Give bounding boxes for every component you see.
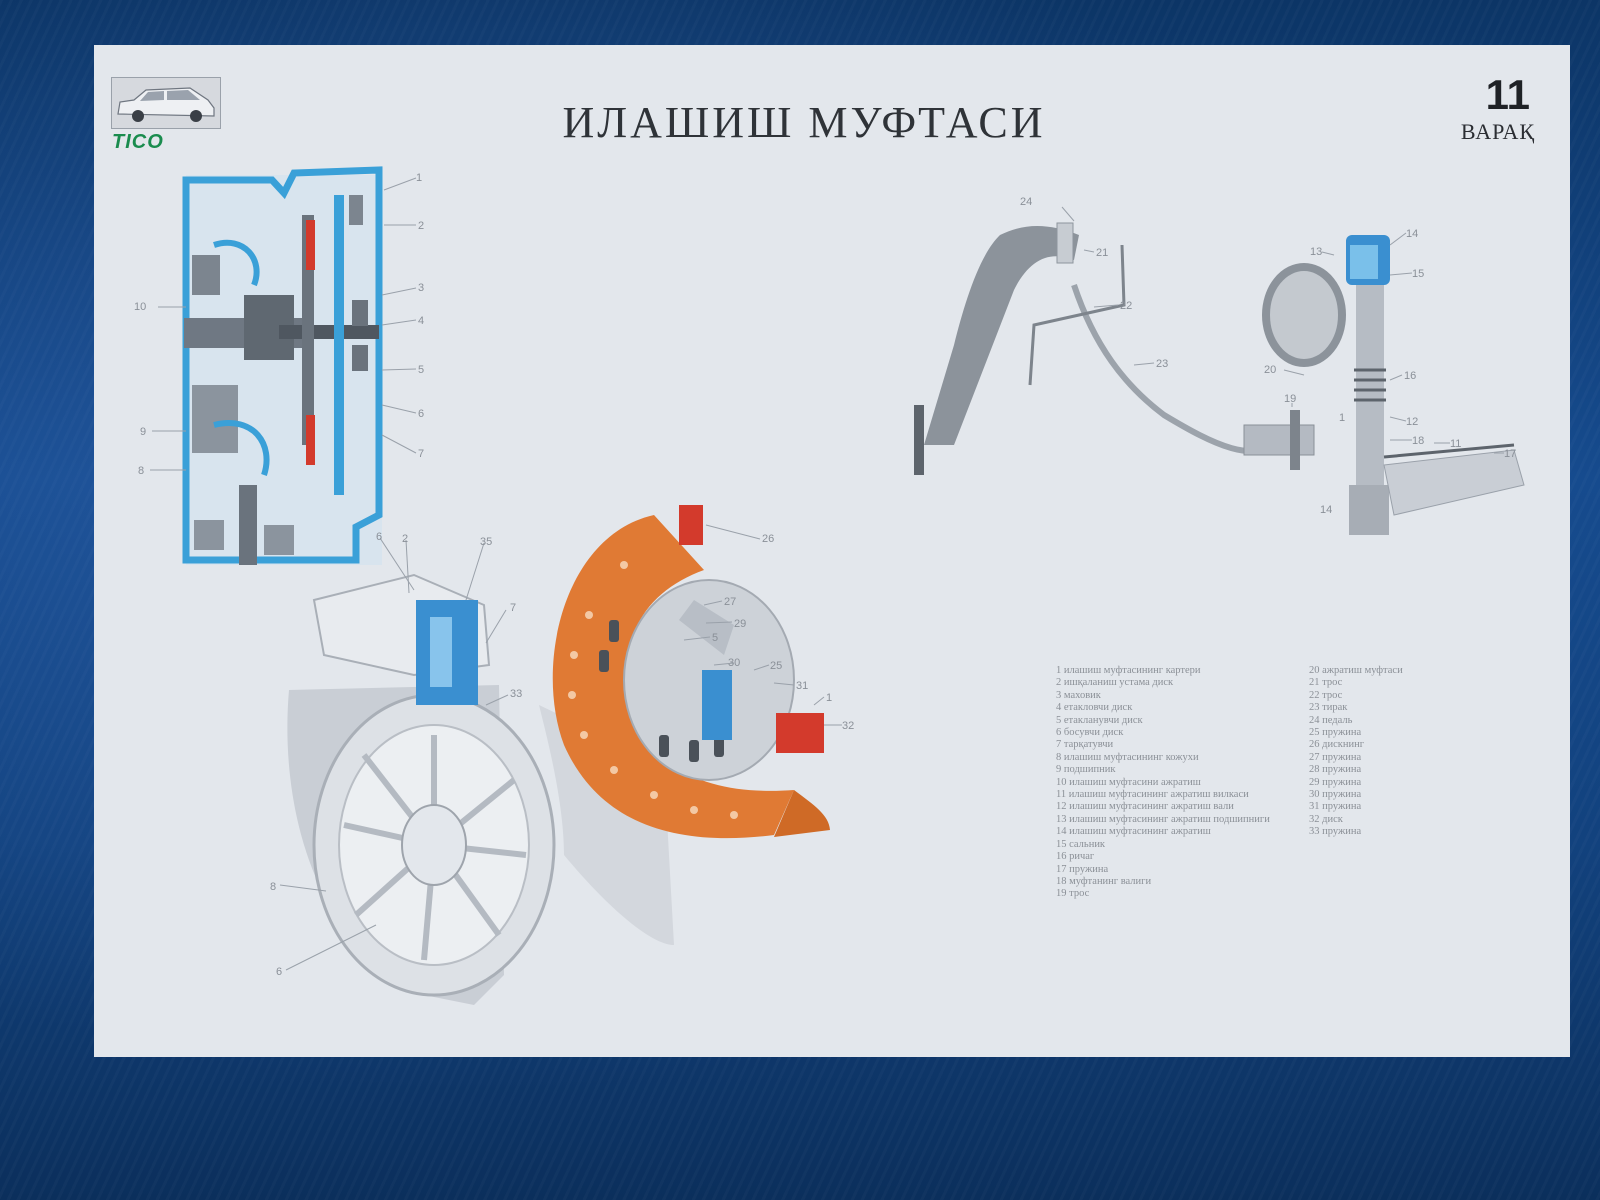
callout-label: 7: [418, 448, 424, 460]
callout-label: 22: [1120, 300, 1132, 312]
legend-item: 13 илашиш муфтасининг ажратиш подшипниги: [1056, 813, 1270, 825]
callout-label: 9: [140, 426, 146, 438]
legend-item: 28 пружина: [1309, 764, 1362, 776]
legend-item: 15 сальник: [1056, 838, 1106, 850]
legend-item: 29 пружина: [1309, 776, 1362, 788]
legend-item: 14 илашиш муфтасининг ажратиш: [1056, 826, 1211, 838]
legend-item: 21 трос: [1309, 677, 1343, 689]
callout-label: 14: [1406, 228, 1418, 240]
callout-label: 2: [402, 533, 408, 545]
callout-label: 32: [842, 720, 854, 732]
callout-labels: 1 2 3 4 5 6 7 8 9 10 6 2 35 7 33 26 27 2…: [134, 172, 1516, 978]
callout-label: 5: [712, 632, 718, 644]
legend-item: 20 ажратиш муфтаси: [1309, 665, 1403, 676]
clutch-cross-section: [150, 166, 417, 565]
page-title: ИЛАШИШ МУФТАСИ: [562, 98, 1046, 147]
callout-label: 6: [376, 531, 382, 543]
legend-item: 18 муфтанинг валиги: [1056, 875, 1152, 887]
callout-label: 29: [734, 618, 746, 630]
callout-label: 33: [510, 688, 522, 700]
legend-item: 7 тарқатувчи: [1056, 739, 1114, 751]
sheet-number: 11: [1485, 71, 1530, 118]
legend-right: 20 ажратиш муфтаси 21 трос 22 трос 23 ти…: [1309, 665, 1549, 839]
callout-label: 26: [762, 533, 774, 545]
legend-left: 1 илашиш муфтасининг картери 2 ишқаланиш…: [1056, 665, 1286, 901]
legend-item: 8 илашиш муфтасининг кожухи: [1056, 751, 1199, 763]
callout-label: 4: [418, 315, 424, 327]
callout-label: 19: [1284, 393, 1296, 405]
legend-item: 11 илашиш муфтасининг ажратиш вилкаси: [1056, 789, 1249, 801]
callout-label: 3: [418, 282, 424, 294]
brand-logo: TICO: [112, 131, 164, 153]
callout-label: 14: [1320, 504, 1332, 516]
car-logo-image: [111, 77, 221, 129]
callout-label: 11: [1450, 438, 1461, 450]
callout-label: 7: [510, 602, 516, 614]
callout-label: 1: [416, 172, 422, 184]
callout-label: 6: [418, 408, 424, 420]
legend-item: 17 пружина: [1056, 863, 1109, 875]
legend-item: 6 босувчи диск: [1056, 727, 1124, 739]
legend-item: 33 пружина: [1309, 826, 1362, 838]
callout-label: 23: [1156, 358, 1168, 370]
callout-label: 13: [1310, 246, 1322, 258]
legend-item: 2 ишқаланиш устама диск: [1056, 677, 1174, 689]
callout-label: 16: [1404, 370, 1416, 382]
legend-item: 26 дискнинг: [1309, 739, 1365, 751]
callout-label: 2: [418, 220, 424, 232]
callout-label: 30: [728, 657, 740, 669]
legend-item: 22 трос: [1309, 689, 1343, 701]
legend-item: 27 пружина: [1309, 751, 1362, 763]
legend-item: 10 илашиш муфтасини ажратиш: [1056, 776, 1201, 788]
legend-item: 12 илашиш муфтасининг ажратиш вали: [1056, 801, 1234, 813]
legend-item: 32 диск: [1309, 813, 1343, 825]
callout-label: 1: [826, 692, 832, 704]
callout-label: 6: [276, 966, 282, 978]
callout-label: 15: [1412, 268, 1424, 280]
sheet-label: ВАРАҚ: [1460, 119, 1536, 144]
legend-item: 9 подшипник: [1056, 764, 1116, 776]
clutch-diagram: 1 2 3 4 5 6 7 8 9 10 6 2 35 7 33 26 27 2…: [134, 166, 1525, 1005]
callout-label: 20: [1264, 364, 1276, 376]
legend-item: 25 пружина: [1309, 727, 1362, 739]
car-silhouette-icon: [117, 87, 215, 122]
callout-label: 8: [270, 881, 276, 893]
legend-item: 30 пружина: [1309, 789, 1362, 801]
legend-item: 3 маховик: [1056, 689, 1101, 701]
callout-label: 18: [1412, 435, 1424, 447]
callout-label: 12: [1406, 416, 1418, 428]
legend-item: 16 ричаг: [1056, 851, 1095, 863]
callout-label: 1: [1339, 412, 1345, 424]
clutch-exploded-view: [279, 505, 842, 1005]
callout-label: 17: [1504, 448, 1516, 460]
legend-item: 31 пружина: [1309, 801, 1362, 813]
callout-label: 25: [770, 660, 782, 672]
poster-sheet: TICO ИЛАШИШ МУФТАСИ 11 ВАРАҚ: [94, 45, 1570, 1057]
legend-item: 19 трос: [1056, 888, 1090, 900]
callout-label: 10: [134, 301, 146, 313]
legend-item: 23 тирак: [1309, 702, 1348, 714]
callout-label: 5: [418, 364, 424, 376]
callout-label: 27: [724, 596, 736, 608]
callout-label: 24: [1020, 196, 1032, 208]
callout-label: 21: [1096, 247, 1108, 259]
legend-item: 1 илашиш муфтасининг картери: [1056, 665, 1201, 676]
legend-item: 4 етакловчи диск: [1056, 702, 1133, 714]
legend-item: 5 етакланувчи диск: [1056, 714, 1143, 726]
callout-label: 8: [138, 465, 144, 477]
callout-label: 35: [480, 536, 492, 548]
callout-label: 31: [796, 680, 808, 692]
clutch-pedal-assembly: [914, 206, 1525, 535]
legend-item: 24 педаль: [1309, 714, 1353, 726]
